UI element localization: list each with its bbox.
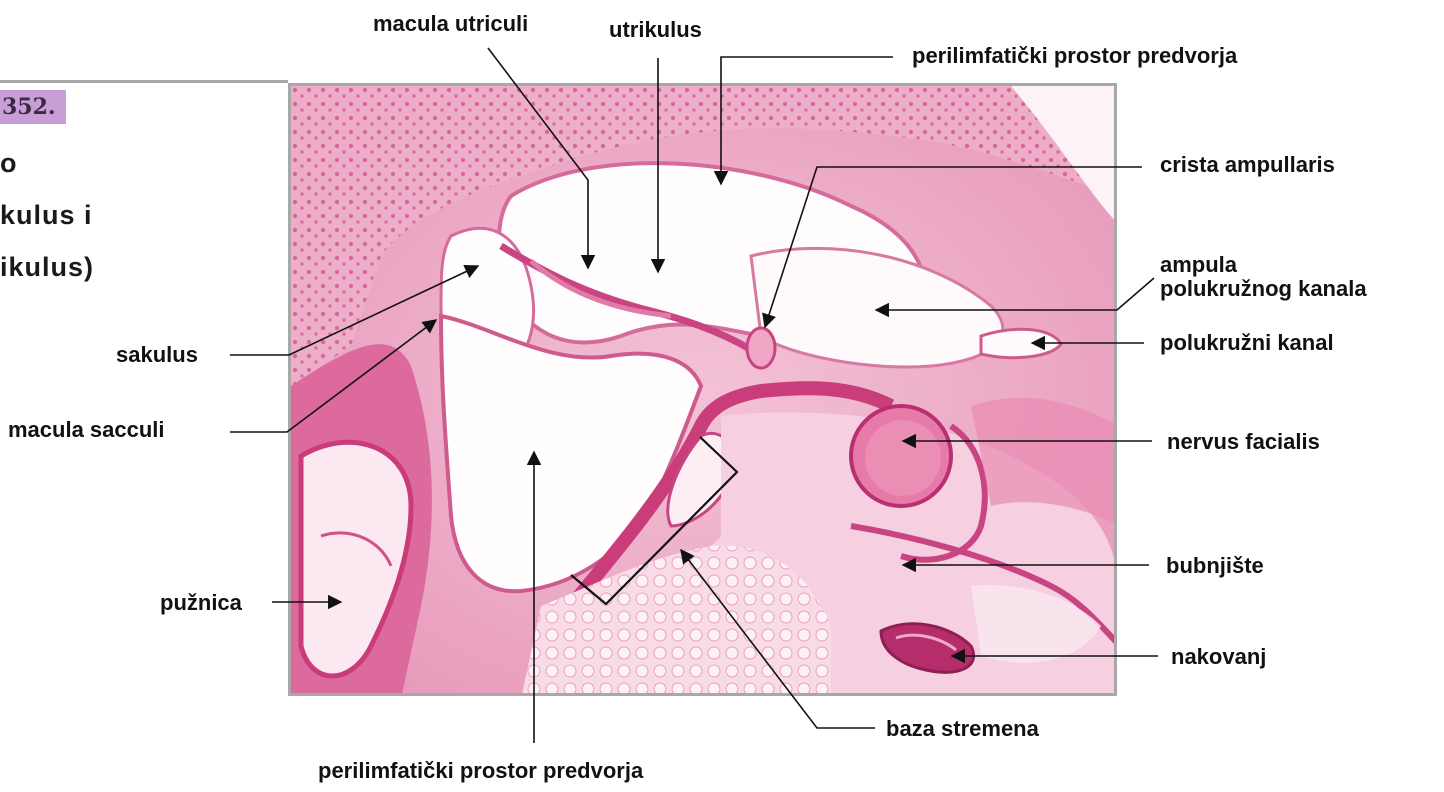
label-polukruzni-kanal: polukružni kanal	[1160, 331, 1334, 355]
label-nervus-facialis: nervus facialis	[1167, 430, 1320, 454]
label-perilimfaticki-top: perilimfatički prostor predvorja	[912, 44, 1237, 68]
label-ampula-line2: polukružnog kanala	[1160, 277, 1367, 301]
leader-macula-utriculi	[488, 48, 588, 268]
leader-sakulus	[230, 266, 478, 355]
label-utrikulus: utrikulus	[609, 18, 702, 42]
label-nakovanj: nakovanj	[1171, 645, 1266, 669]
stapes-bracket	[571, 437, 737, 604]
label-macula-utriculi: macula utriculi	[373, 12, 528, 36]
label-crista-ampullaris: crista ampullaris	[1160, 153, 1335, 177]
label-bubnjiste: bubnjište	[1166, 554, 1264, 578]
label-perilimfaticki-bottom: perilimfatički prostor predvorja	[318, 759, 643, 783]
label-baza-stremena: baza stremena	[886, 717, 1039, 741]
label-sakulus: sakulus	[116, 343, 198, 367]
leader-baza-stremena	[681, 550, 875, 728]
leader-perilimfaticki-top	[721, 57, 893, 184]
label-ampula-line1: ampula	[1160, 253, 1237, 277]
label-macula-sacculi: macula sacculi	[8, 418, 165, 442]
leader-macula-sacculi	[230, 320, 436, 432]
leader-crista-ampullaris	[765, 167, 1142, 327]
leader-ampula	[876, 278, 1154, 310]
label-puznica: pužnica	[160, 591, 242, 615]
